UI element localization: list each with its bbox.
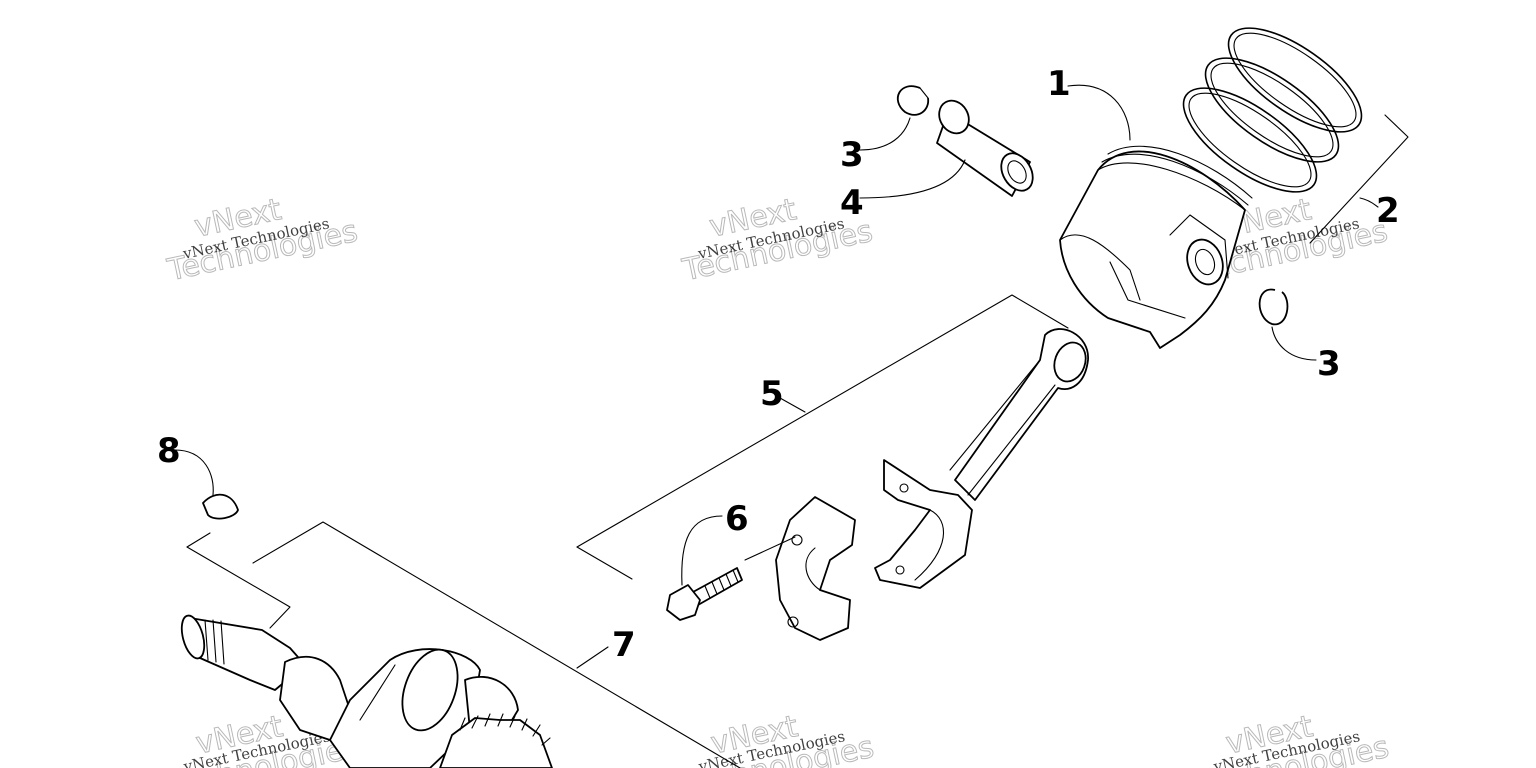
callout-6: 6 (725, 499, 749, 539)
callout-4: 4 (840, 183, 864, 223)
callout-3-right: 3 (1317, 344, 1341, 384)
watermark-6: vNext Technologies vNext Technologies (1195, 709, 1393, 768)
callout-3-top: 3 (840, 135, 864, 175)
leader-lines (174, 84, 1409, 768)
callout-2: 2 (1376, 191, 1400, 231)
crankshaft (180, 614, 553, 768)
callout-8: 8 (157, 431, 181, 471)
callout-7: 7 (612, 625, 636, 665)
woodruff-key (202, 493, 239, 520)
piston-ring-set (1182, 27, 1363, 193)
callout-labels: 1 2 3 3 4 5 6 7 8 (157, 64, 1400, 665)
callout-1: 1 (1047, 64, 1071, 104)
connecting-rod-cap (775, 496, 856, 641)
rod-cap-bolt (666, 567, 743, 621)
wrist-pin-circlip-right (1258, 288, 1289, 326)
wrist-pin (936, 99, 1034, 197)
wrist-pin-circlip-top (896, 85, 930, 116)
piston (1059, 145, 1253, 349)
watermark-1: vNext Technologies vNext Technologies (163, 192, 361, 289)
connecting-rod (874, 328, 1089, 589)
callout-5: 5 (760, 374, 784, 414)
watermark-5: vNext Technologies vNext Technologies (680, 709, 878, 768)
